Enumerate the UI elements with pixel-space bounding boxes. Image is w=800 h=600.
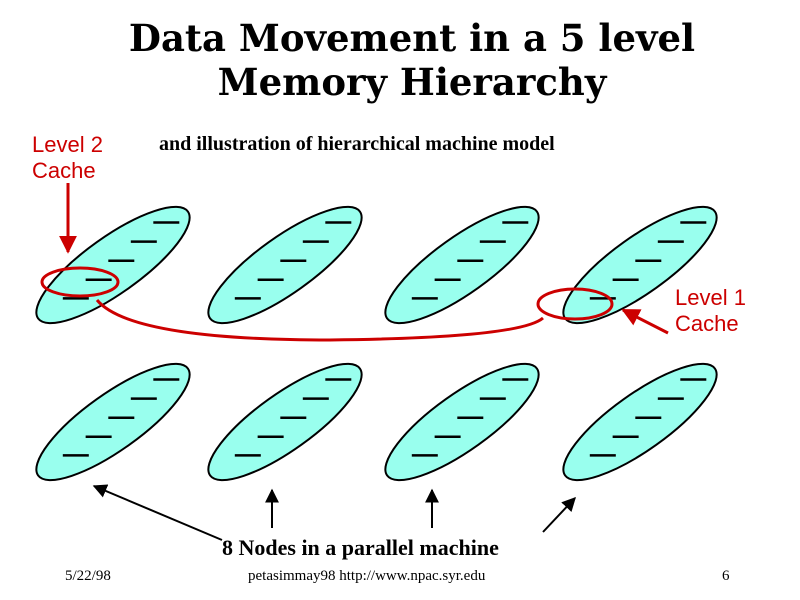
memory-levels	[589, 221, 707, 300]
memory-levels	[234, 221, 352, 300]
node-ellipse	[207, 205, 363, 325]
footer-date: 5/22/98	[65, 568, 111, 584]
level1-label-line-1: Level 1	[675, 285, 746, 310]
level1-label-line-2: Cache	[675, 311, 739, 336]
processor-node	[562, 362, 718, 482]
node-ellipse	[35, 362, 191, 482]
title-line-2: Memory Hierarchy	[217, 60, 607, 104]
node-ellipse	[35, 205, 191, 325]
level2-cache-ellipse	[40, 266, 120, 298]
node-ellipse	[384, 362, 540, 482]
level1-cache-label: Level 1 Cache	[675, 285, 746, 337]
level1-cache-ellipse	[536, 287, 614, 321]
processor-node	[35, 362, 191, 482]
footer-source: petasimmay98 http://www.npac.syr.edu	[248, 568, 486, 584]
memory-levels	[411, 378, 529, 457]
level1-arrow	[621, 308, 669, 335]
title-line-1: Data Movement in a 5 level	[128, 16, 696, 60]
node-pointer-arrow-1	[92, 484, 223, 541]
nodes-label: 8 Nodes in a parallel machine	[222, 535, 499, 560]
memory-levels	[62, 221, 180, 300]
processor-node	[384, 205, 540, 325]
annotations-layer	[40, 183, 669, 541]
processor-node	[207, 362, 363, 482]
level2-cache-label: Level 2 Cache	[32, 132, 103, 184]
level2-label-line-1: Level 2	[32, 132, 103, 157]
slide-title: Data Movement in a 5 level Memory Hierar…	[0, 16, 800, 104]
processor-node	[384, 362, 540, 482]
memory-levels	[234, 378, 352, 457]
node-ellipse	[207, 362, 363, 482]
data-movement-path	[95, 299, 544, 342]
footer-page-number: 6	[722, 568, 730, 584]
level2-label-line-2: Cache	[32, 158, 96, 183]
memory-levels	[62, 378, 180, 457]
memory-levels	[411, 221, 529, 300]
node-ellipse	[384, 205, 540, 325]
slide-subtitle: and illustration of hierarchical machine…	[159, 133, 555, 155]
memory-levels	[589, 378, 707, 457]
processor-node	[207, 205, 363, 325]
node-ellipse	[562, 362, 718, 482]
node-pointer-arrow-4	[542, 496, 576, 533]
processor-node	[562, 205, 718, 325]
processor-node	[35, 205, 191, 325]
nodes-layer	[35, 205, 718, 482]
